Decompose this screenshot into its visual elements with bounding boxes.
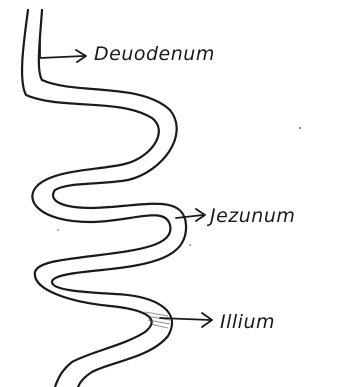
shading-stroke: [150, 324, 168, 328]
jejunum-label: Jezunum: [206, 205, 295, 227]
scan-speck: [57, 229, 59, 231]
ileum-label: Illium: [220, 311, 275, 333]
scan-speck: [299, 127, 301, 129]
scan-speck: [189, 244, 191, 246]
intestine-inner-wall: [39, 10, 186, 387]
duodenum-label: Deuodenum: [94, 43, 215, 65]
duodenum-arrow: [40, 40, 86, 62]
intestine-outer-wall: [22, 10, 170, 387]
